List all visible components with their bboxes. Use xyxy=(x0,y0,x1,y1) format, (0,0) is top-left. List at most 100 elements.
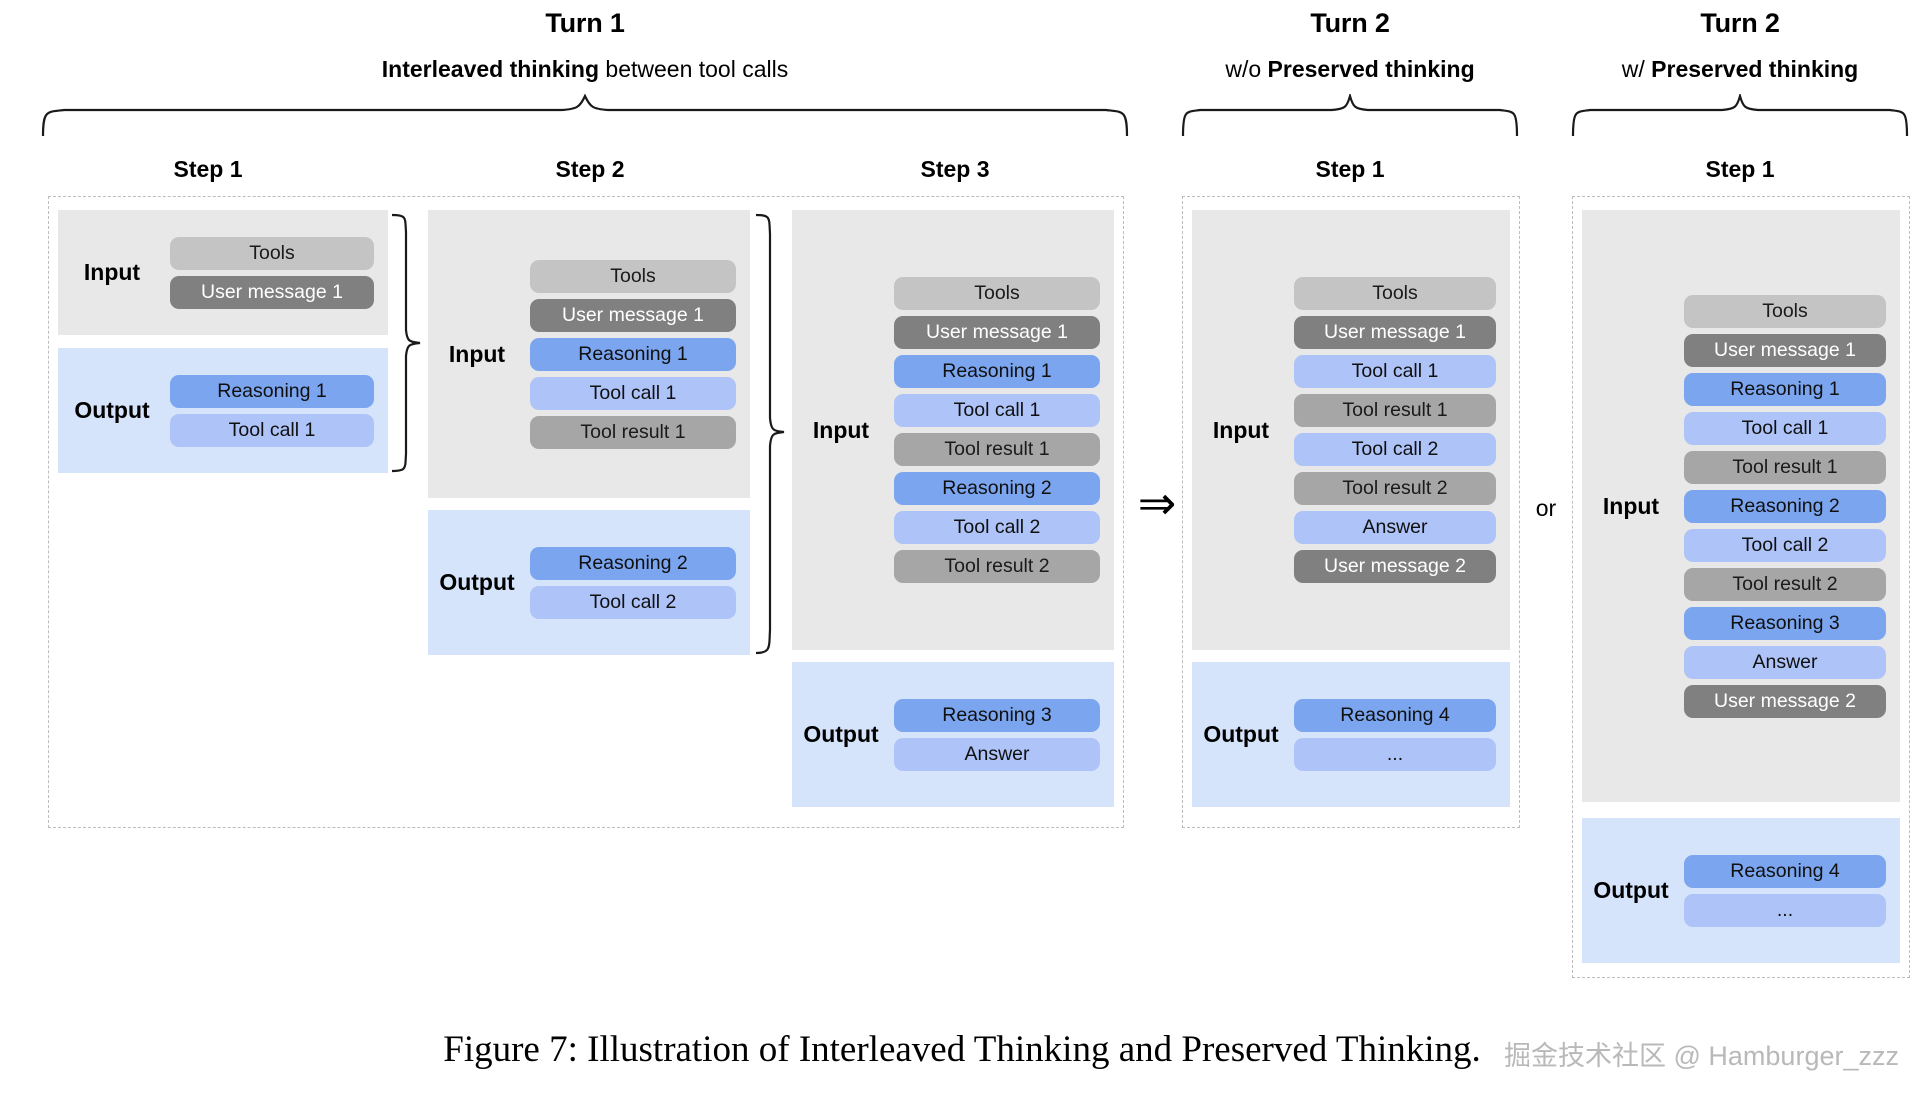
turn2-with-output-panel: Output Reasoning 4 ... xyxy=(1582,818,1900,963)
turn2-without-input-items: Tools User message 1 Tool call 1 Tool re… xyxy=(1290,267,1510,593)
turn2-without-brace xyxy=(1181,94,1519,136)
turn1-step2-output-panel: Output Reasoning 2 Tool call 2 xyxy=(428,510,750,655)
pill-user-message-1[interactable]: User message 1 xyxy=(530,298,736,332)
turn1-step1-output-panel: Output Reasoning 1 Tool call 1 xyxy=(58,348,388,473)
pill-reasoning-2[interactable]: Reasoning 2 xyxy=(530,546,736,580)
brace-step2-to-step3 xyxy=(755,213,785,655)
pill-tools[interactable]: Tools xyxy=(894,277,1100,310)
step-title-turn1-step1: Step 1 xyxy=(173,156,243,182)
pill-reasoning-3[interactable]: Reasoning 3 xyxy=(1684,606,1886,640)
turn2-with-input-items: Tools User message 1 Reasoning 1 Tool ca… xyxy=(1680,285,1900,728)
pill-tools[interactable]: Tools xyxy=(530,259,736,293)
turn1-step3-input-items: Tools User message 1 Reasoning 1 Tool ca… xyxy=(890,267,1114,593)
step-title-turn2-with: Step 1 xyxy=(1705,156,1775,182)
pill-user-message-1[interactable]: User message 1 xyxy=(1294,316,1496,349)
pill-reasoning-4[interactable]: Reasoning 4 xyxy=(1684,854,1886,888)
pill-tool-call-1[interactable]: Tool call 1 xyxy=(170,413,374,447)
pill-reasoning-1[interactable]: Reasoning 1 xyxy=(170,374,374,408)
pill-tool-call-1[interactable]: Tool call 1 xyxy=(1294,355,1496,388)
watermark: 掘金技术社区 @ Hamburger_zzz xyxy=(1504,1041,1899,1071)
turn1-step1-output-label: Output xyxy=(74,397,150,423)
step-title-turn1-step3: Step 3 xyxy=(920,156,990,182)
turn2-with-subtitle: w/ Preserved thinking xyxy=(1556,56,1924,83)
turn1-subtitle-rest: between tool calls xyxy=(599,56,789,82)
pill-reasoning-2[interactable]: Reasoning 2 xyxy=(894,472,1100,505)
pill-tool-call-1[interactable]: Tool call 1 xyxy=(1684,411,1886,445)
turn2-with-output-items: Reasoning 4 ... xyxy=(1680,845,1900,937)
figure-caption: Figure 7: Illustration of Interleaved Th… xyxy=(443,1029,1481,1070)
turn2-with-brace xyxy=(1571,94,1909,136)
turn2-with-title: Turn 2 xyxy=(1700,8,1780,38)
turn2-with-input-label: Input xyxy=(1602,492,1660,519)
turn2-without-input-panel: Input Tools User message 1 Tool call 1 T… xyxy=(1192,210,1510,650)
turn1-title: Turn 1 xyxy=(545,8,625,38)
pill-tools[interactable]: Tools xyxy=(1684,294,1886,328)
pill-reasoning-3[interactable]: Reasoning 3 xyxy=(894,698,1100,732)
implies-arrow-icon: ⇒ xyxy=(1137,476,1177,530)
turn1-step3-output-label: Output xyxy=(803,721,879,747)
pill-reasoning-1[interactable]: Reasoning 1 xyxy=(894,355,1100,388)
pill-tool-call-1[interactable]: Tool call 1 xyxy=(530,376,736,410)
turn1-step1-input-panel: Input Tools User message 1 xyxy=(58,210,388,335)
pill-user-message-1[interactable]: User message 1 xyxy=(894,316,1100,349)
step-title-turn2-without: Step 1 xyxy=(1315,156,1385,182)
pill-reasoning-1[interactable]: Reasoning 1 xyxy=(1684,372,1886,406)
pill-user-message-2[interactable]: User message 2 xyxy=(1684,684,1886,718)
brace-step1-to-step2 xyxy=(391,213,421,473)
pill-answer[interactable]: Answer xyxy=(1684,645,1886,679)
turn2-without-output-panel: Output Reasoning 4 ... xyxy=(1192,662,1510,807)
pill-tool-result-2[interactable]: Tool result 2 xyxy=(894,550,1100,583)
pill-tool-call-2[interactable]: Tool call 2 xyxy=(1294,433,1496,466)
turn2-without-subtitle: w/o Preserved thinking xyxy=(1160,56,1540,83)
turn1-step2-input-label: Input xyxy=(448,340,506,367)
pill-tool-result-2[interactable]: Tool result 2 xyxy=(1684,567,1886,601)
pill-answer[interactable]: Answer xyxy=(894,737,1100,771)
turn2-with-subtitle-prefix: w/ xyxy=(1621,56,1652,82)
pill-tool-call-2[interactable]: Tool call 2 xyxy=(894,511,1100,544)
pill-tool-call-2[interactable]: Tool call 2 xyxy=(1684,528,1886,562)
pill-user-message-1[interactable]: User message 1 xyxy=(170,275,374,309)
pill-tool-result-2[interactable]: Tool result 2 xyxy=(1294,472,1496,505)
step-title-turn1-step2: Step 2 xyxy=(555,156,625,182)
turn2-with-output-label: Output xyxy=(1593,877,1669,903)
pill-tools[interactable]: Tools xyxy=(1294,277,1496,310)
pill-reasoning-4[interactable]: Reasoning 4 xyxy=(1294,698,1496,732)
pill-tool-result-1[interactable]: Tool result 1 xyxy=(1684,450,1886,484)
pill-reasoning-2[interactable]: Reasoning 2 xyxy=(1684,489,1886,523)
pill-answer[interactable]: Answer xyxy=(1294,511,1496,544)
turn1-step3-output-items: Reasoning 3 Answer xyxy=(890,689,1114,781)
pill-user-message-2[interactable]: User message 2 xyxy=(1294,550,1496,583)
pill-tools[interactable]: Tools xyxy=(170,236,374,270)
turn2-with-input-panel: Input Tools User message 1 Reasoning 1 T… xyxy=(1582,210,1900,802)
pill-tool-result-1[interactable]: Tool result 1 xyxy=(894,433,1100,466)
or-label: or xyxy=(1535,495,1557,521)
pill-tool-result-1[interactable]: Tool result 1 xyxy=(1294,394,1496,427)
turn2-with-subtitle-bold: Preserved thinking xyxy=(1651,56,1859,82)
turn1-subtitle: Interleaved thinking between tool calls xyxy=(40,56,1130,83)
pill-user-message-1[interactable]: User message 1 xyxy=(1684,333,1886,367)
turn1-step2-output-items: Reasoning 2 Tool call 2 xyxy=(526,537,750,629)
turn1-step3-input-panel: Input Tools User message 1 Reasoning 1 T… xyxy=(792,210,1114,650)
turn2-without-subtitle-bold: Preserved thinking xyxy=(1267,56,1475,82)
pill-tool-result-1[interactable]: Tool result 1 xyxy=(530,415,736,449)
pill-ellipsis[interactable]: ... xyxy=(1294,737,1496,771)
turn2-without-input-label: Input xyxy=(1212,416,1270,443)
turn1-step2-output-label: Output xyxy=(439,569,515,595)
turn1-step2-input-panel: Input Tools User message 1 Reasoning 1 T… xyxy=(428,210,750,498)
turn2-without-title: Turn 2 xyxy=(1310,8,1390,38)
turn1-step1-input-items: Tools User message 1 xyxy=(166,227,388,319)
pill-ellipsis[interactable]: ... xyxy=(1684,893,1886,927)
turn1-subtitle-bold: Interleaved thinking xyxy=(381,56,600,82)
turn1-brace xyxy=(41,94,1129,136)
turn2-without-subtitle-prefix: w/o xyxy=(1225,56,1268,82)
turn1-step3-output-panel: Output Reasoning 3 Answer xyxy=(792,662,1114,807)
pill-reasoning-1[interactable]: Reasoning 1 xyxy=(530,337,736,371)
turn1-step1-input-label: Input xyxy=(83,259,141,285)
turn2-without-output-items: Reasoning 4 ... xyxy=(1290,689,1510,781)
turn2-without-output-label: Output xyxy=(1203,721,1279,747)
pill-tool-call-2[interactable]: Tool call 2 xyxy=(530,585,736,619)
pill-tool-call-1[interactable]: Tool call 1 xyxy=(894,394,1100,427)
turn1-step1-output-items: Reasoning 1 Tool call 1 xyxy=(166,365,388,457)
turn1-step2-input-items: Tools User message 1 Reasoning 1 Tool ca… xyxy=(526,250,750,459)
